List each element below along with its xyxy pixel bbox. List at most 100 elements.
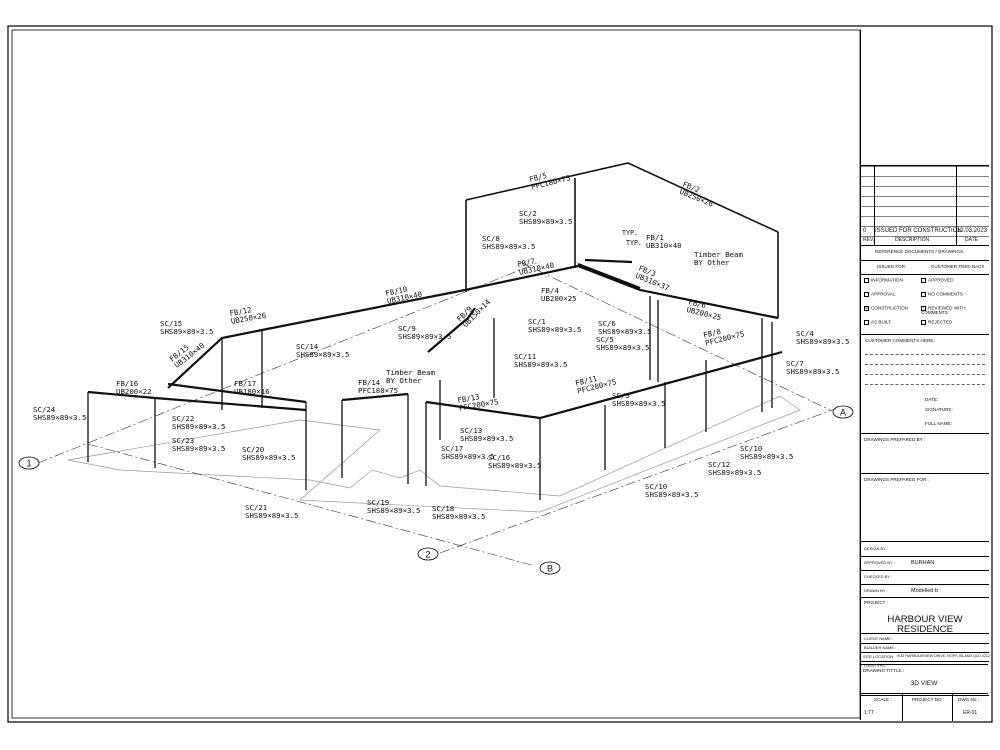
reference-section: REFERENCE DOCUMENTS / DRAWINGS ISSUED FO… [861, 246, 989, 434]
member-mark: FB/13 [457, 392, 480, 405]
member-mark: FB/17 [234, 379, 256, 388]
member-size: UB200×25 [541, 294, 577, 303]
member-size: SHS89×89×3.5 [514, 360, 567, 369]
member-size: SHS89×89×3.5 [160, 327, 213, 336]
rev-date: 12.03.2023 [957, 228, 988, 234]
rev-number: 0 [863, 228, 867, 234]
grid-marker-a-text: A [840, 408, 846, 418]
drawing-title-label: DRAWING TITTLE : [863, 668, 905, 673]
footer-divider [860, 693, 988, 694]
issued-option-approval[interactable]: APPROVAL [864, 292, 895, 297]
option-label: APPROVAL [871, 291, 896, 297]
member-mark: SC/4 [796, 329, 814, 338]
member-size: BY Other [386, 376, 422, 385]
scale-label: SCALE : [874, 697, 892, 702]
option-label: CONSTRUCTION [871, 305, 909, 311]
issued-option-information[interactable]: INFORMATION [864, 278, 903, 283]
member-size: SHS89×89×3.5 [708, 468, 761, 477]
checkbox[interactable] [921, 278, 926, 283]
gable-frame [465, 162, 779, 318]
client-divider-2 [861, 652, 989, 653]
member-size: SHS89×89×3.5 [432, 512, 485, 521]
checkbox[interactable] [864, 292, 869, 297]
checkbox[interactable] [864, 320, 869, 325]
checkbox[interactable] [864, 278, 869, 283]
member-mark: FB/16 [116, 379, 138, 388]
feedback-option-approved[interactable]: APPROVED [921, 278, 954, 283]
member-size: SHS89×89×3.5 [488, 461, 541, 470]
drawing-title-block: DRAWING TITTLE : 3D VIEW SCALE : PROJECT… [860, 664, 988, 721]
rev-grid [861, 166, 989, 246]
reference-title: REFERENCE DOCUMENTS / DRAWINGS [875, 249, 964, 254]
member-size: SHS89×89×3.5 [245, 511, 298, 520]
checkbox[interactable] [921, 292, 926, 297]
member-mark: SC/13 [460, 426, 482, 435]
issued-option-construction[interactable]: ×CONSTRUCTION [864, 305, 909, 312]
option-label: APPROVED [928, 277, 954, 283]
comment-line-3 [865, 374, 985, 375]
slab-outline [67, 395, 801, 513]
member-size: SHS89×89×3.5 [398, 332, 451, 341]
outer-border [7, 25, 993, 723]
member-size: SHS89×89×3.5 [598, 327, 651, 336]
dwg-no-label: DWG No : [958, 697, 979, 702]
member-size: SHS89×89×3.5 [786, 367, 839, 376]
grid-lines [37, 261, 836, 567]
grid-marker-1-text: 1 [26, 459, 31, 469]
footer-col-2 [952, 693, 953, 721]
site-location-value: 9/33 HARBOURVIEW DRIVE, HOPE ISLAND QLD … [897, 654, 990, 658]
prepared-by-label: DRAWINGS PREPARED BY : [864, 437, 926, 442]
signoff-divider [861, 584, 989, 585]
member-mark: FB/1 [646, 233, 664, 242]
fullname-label: FULL NAME: [925, 421, 952, 426]
member-size: SHS89×89×3.5 [796, 337, 849, 346]
member-size: SHS89×89×3.5 [172, 422, 225, 431]
member-mark: SC/16 [488, 453, 510, 462]
feedback-option-no-comments[interactable]: NO COMMENTS [921, 292, 963, 297]
member-mark: Timber Beam [694, 250, 743, 259]
member-mark: SC/19 [367, 498, 389, 507]
rev-header-rev: REV. [863, 237, 875, 243]
checkbox[interactable] [921, 320, 926, 325]
drawing-title-value: 3D VIEW [910, 680, 938, 687]
member-size: UB180×16 [234, 387, 270, 396]
rev-description: ISSUED FOR CONSTRUCTION [875, 228, 962, 234]
grid-marker-1: 1 [18, 456, 40, 470]
member-mark: FB/5 [528, 171, 547, 184]
comments-label: CUSTOMER COMMENTS HERE: [865, 338, 935, 343]
feedback-option-rejected[interactable]: REJECTED [921, 320, 952, 325]
feedback-option-reviewed-with-comments[interactable]: REVIEWED WITH COMMENTS [921, 306, 989, 316]
project-label: PROJECT : [864, 600, 888, 605]
revision-table: 0 ISSUED FOR CONSTRUCTION 12.03.2023 REV… [861, 166, 989, 246]
member-mark: SC/23 [172, 436, 194, 445]
issued-option-as-built[interactable]: AS BUILT [864, 320, 891, 325]
member-mark: FB/12 [229, 305, 252, 318]
customer-feedback-header: CUSTOMER FEED BACK [931, 264, 985, 269]
checkbox[interactable]: × [864, 306, 869, 312]
title-block: 0 ISSUED FOR CONSTRUCTION 12.03.2023 REV… [860, 30, 990, 720]
member-size: UB310×40 [646, 241, 682, 250]
member-size: SHS89×89×3.5 [33, 413, 86, 422]
member-mark: SC/6 [598, 319, 616, 328]
option-label: REJECTED [928, 319, 953, 325]
member-size: SHS89×89×3.5 [645, 490, 698, 499]
signature-label: SIGNATURE: [925, 407, 953, 412]
typ-note-1: TYP. [622, 229, 638, 237]
member-mark: Timber Beam [386, 368, 435, 377]
client-divider-3 [861, 661, 989, 662]
grid-marker-b-text: B [547, 564, 553, 574]
